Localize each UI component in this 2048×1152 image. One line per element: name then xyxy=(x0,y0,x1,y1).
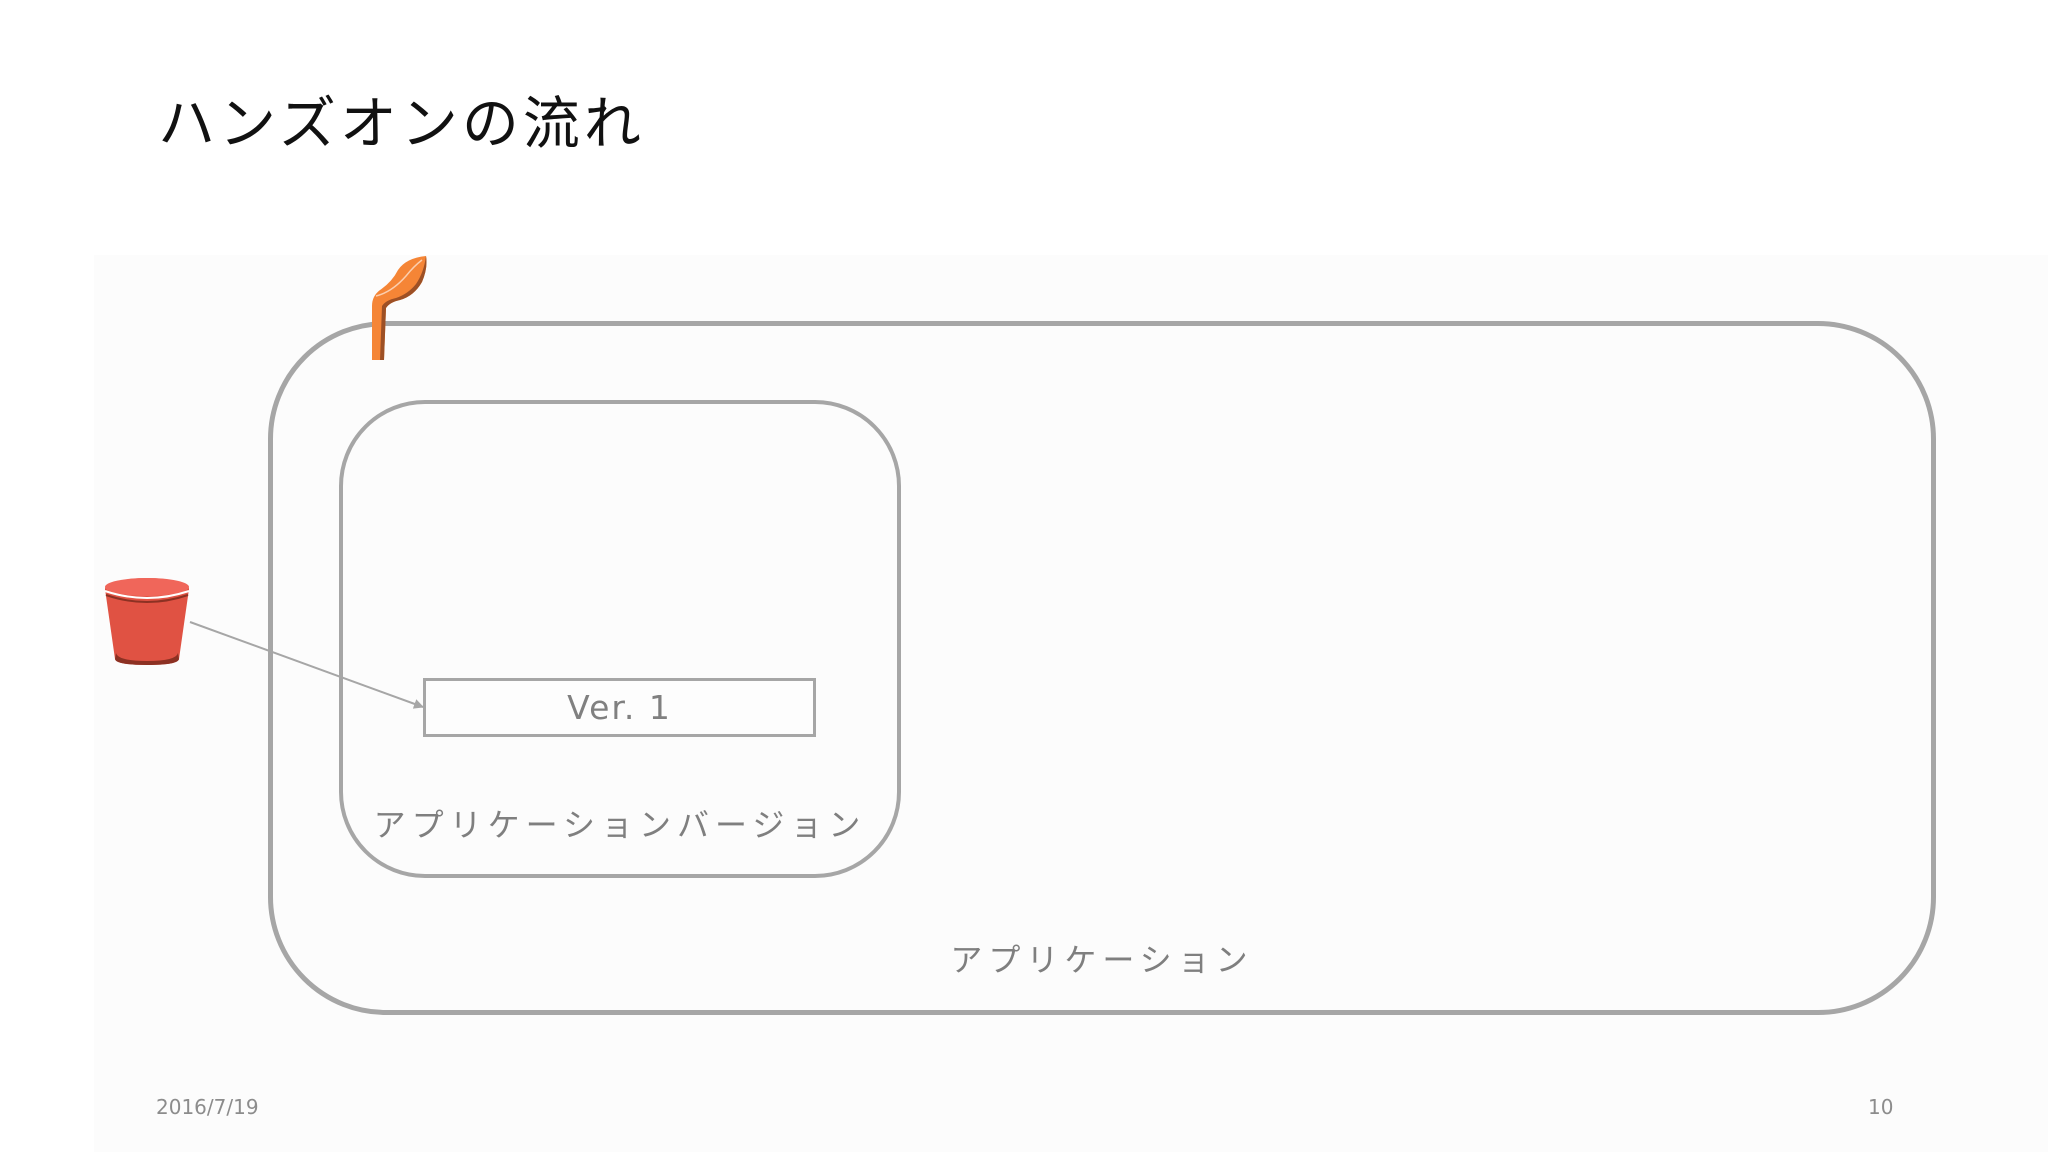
version-box-label: Ver. 1 xyxy=(567,688,672,727)
application-version-label: アプリケーションバージョン xyxy=(373,806,867,844)
application-label: アプリケーション xyxy=(950,941,1254,979)
version-box: Ver. 1 xyxy=(423,678,816,737)
elastic-beanstalk-icon xyxy=(372,256,427,360)
slide-title: ハンズオンの流れ xyxy=(158,91,645,157)
footer-date: 2016/7/19 xyxy=(156,1095,259,1119)
page-number: 10 xyxy=(1868,1095,1894,1119)
s3-bucket-icon xyxy=(104,578,190,665)
